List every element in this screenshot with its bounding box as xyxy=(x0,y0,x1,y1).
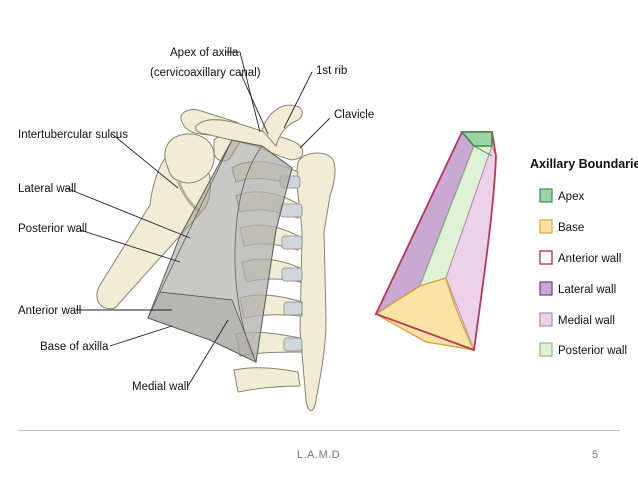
anatomy-labels: Apex of axilla (cervicoaxillary canal) 1… xyxy=(18,47,374,393)
legend-item-base: Base xyxy=(539,219,584,234)
legend: Axillary Boundaries Apex Base Anterior w… xyxy=(530,157,638,357)
footer-author: L.A.M.D xyxy=(297,449,341,461)
legend-label-lateral-wall: Lateral wall xyxy=(558,284,616,296)
footer-divider xyxy=(18,430,620,431)
legend-label-base: Base xyxy=(558,222,584,234)
legend-label-medial-wall: Medial wall xyxy=(558,315,615,327)
legend-item-medial-wall: Medial wall xyxy=(539,312,615,327)
axilla-pyramid xyxy=(374,130,497,352)
base-of-axilla-shape xyxy=(147,291,257,363)
legend-swatch-anterior-wall xyxy=(539,250,553,265)
legend-item-posterior-wall: Posterior wall xyxy=(539,342,627,357)
label-apex-line1: Apex of axilla xyxy=(170,47,239,59)
legend-item-apex: Apex xyxy=(539,188,584,203)
anatomy-illustration xyxy=(96,104,336,411)
label-clavicle: Clavicle xyxy=(334,109,374,121)
pyramid-anterior-wall xyxy=(374,131,497,352)
legend-swatch-lateral-wall xyxy=(539,281,553,296)
legend-title: Axillary Boundaries xyxy=(530,157,638,171)
legend-label-posterior-wall: Posterior wall xyxy=(558,345,627,357)
page-number: 5 xyxy=(592,449,599,461)
pyramid-apex xyxy=(460,131,493,147)
first-rib xyxy=(261,104,303,148)
legend-label-anterior-wall: Anterior wall xyxy=(558,253,621,265)
legend-swatch-medial-wall xyxy=(539,312,553,327)
legend-item-anterior-wall: Anterior wall xyxy=(539,250,621,265)
leader-lines xyxy=(65,51,331,387)
clavicle xyxy=(195,119,304,161)
legend-swatch-base xyxy=(539,219,553,234)
legend-label-apex: Apex xyxy=(558,191,584,203)
legend-swatch-apex xyxy=(539,188,553,203)
legend-item-lateral-wall: Lateral wall xyxy=(539,281,616,296)
label-intertubercular-sulcus: Intertubercular sulcus xyxy=(18,129,128,141)
label-base-of-axilla: Base of axilla xyxy=(40,341,109,353)
label-first-rib: 1st rib xyxy=(316,65,347,77)
label-anterior-wall: Anterior wall xyxy=(18,305,81,317)
legend-swatch-posterior-wall xyxy=(539,342,553,357)
label-medial-wall: Medial wall xyxy=(132,381,189,393)
label-posterior-wall: Posterior wall xyxy=(18,223,87,235)
costal-cartilages xyxy=(279,175,303,352)
humeral-head xyxy=(164,133,215,184)
label-lateral-wall: Lateral wall xyxy=(18,183,76,195)
label-apex-line2: (cervicoaxillary canal) xyxy=(150,67,261,79)
sternum xyxy=(296,152,336,411)
